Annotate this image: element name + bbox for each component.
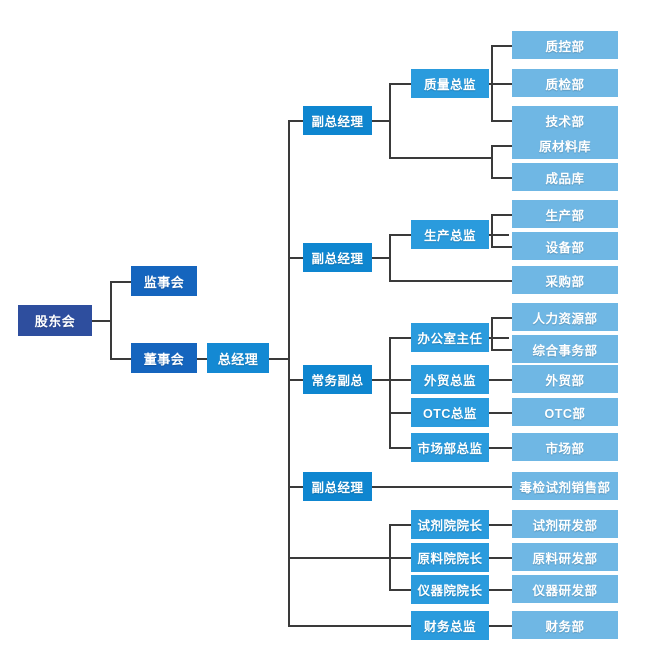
connector-production-dept-split [491, 214, 493, 247]
connector-vp-quality-stem [371, 120, 391, 122]
connector-trunk-to-vp-sales [288, 486, 304, 488]
connector-to-instrument-dean [389, 589, 411, 591]
node-supervisory-board[interactable]: 监事会 [131, 266, 197, 296]
connector-trunk-to-vp-quality [288, 120, 304, 122]
node-warehouse-raw-material[interactable]: 原材料库 [512, 131, 618, 159]
connector-finance-to-dept [489, 625, 512, 627]
connector-to-production-director [389, 234, 411, 236]
connector-office-dept-split [491, 317, 493, 350]
node-dept-quality-control[interactable]: 质控部 [512, 31, 618, 59]
node-dept-production[interactable]: 生产部 [512, 200, 618, 228]
connector-vp-quality-split [389, 83, 391, 158]
connector-warehouse-split [491, 145, 493, 178]
node-dept-quality-inspection[interactable]: 质检部 [512, 69, 618, 97]
connector-to-purchasing [389, 280, 512, 282]
connector-to-quality-director [389, 83, 411, 85]
node-warehouse-finished-goods[interactable]: 成品库 [512, 163, 618, 191]
connector-trunk-to-finance [288, 625, 412, 627]
connector-to-material-dean [389, 557, 411, 559]
node-dept-reagent-rd[interactable]: 试剂研发部 [512, 510, 618, 538]
node-otc-director[interactable]: OTC总监 [411, 398, 489, 427]
connector-shareholders-stem [92, 320, 112, 322]
connector-trunk-to-vp-production [288, 257, 304, 259]
connector-to-board [110, 358, 132, 360]
connector-executive-vp-split [389, 337, 391, 448]
connector-trunk-to-executive-vp [288, 379, 304, 381]
node-office-director[interactable]: 办公室主任 [411, 323, 489, 352]
connector-foreign-trade-to-dept [489, 379, 512, 381]
connector-to-market-director [389, 447, 411, 449]
connector-to-warehouse-group [389, 157, 491, 159]
connector-to-raw-material [491, 145, 512, 147]
node-dept-general-affairs[interactable]: 综合事务部 [512, 335, 618, 363]
node-finance-director[interactable]: 财务总监 [411, 611, 489, 640]
node-general-manager[interactable]: 总经理 [207, 343, 269, 373]
connector-reagent-dean-to-dept [489, 524, 512, 526]
connector-vp-production-split [389, 234, 391, 281]
node-dept-material-rd[interactable]: 原料研发部 [512, 543, 618, 571]
connector-trunk-to-institutes [288, 557, 390, 559]
node-vp-quality[interactable]: 副总经理 [303, 106, 372, 135]
connector-to-reagent-dean [389, 524, 411, 526]
node-dept-finance[interactable]: 财务部 [512, 611, 618, 639]
connector-to-hr-dept [491, 317, 512, 319]
node-market-director[interactable]: 市场部总监 [411, 433, 489, 462]
node-instrument-institute-dean[interactable]: 仪器院院长 [411, 575, 489, 604]
connector-vp-sales-to-dept [371, 486, 512, 488]
node-quality-director[interactable]: 质量总监 [411, 69, 489, 98]
connector-shareholders-split [110, 281, 112, 360]
node-dept-foreign-trade[interactable]: 外贸部 [512, 365, 618, 393]
connector-to-equipment-dept [491, 246, 512, 248]
node-vp-sales[interactable]: 副总经理 [303, 472, 372, 501]
node-shareholders[interactable]: 股东会 [18, 305, 92, 336]
node-foreign-trade-director[interactable]: 外贸总监 [411, 365, 489, 394]
connector-material-dean-to-dept [489, 557, 512, 559]
connector-gm-stem [268, 358, 290, 360]
connector-to-foreign-trade-director [389, 379, 411, 381]
node-material-institute-dean[interactable]: 原料院院长 [411, 543, 489, 572]
connector-market-to-dept [489, 447, 512, 449]
connector-to-production-dept [491, 214, 512, 216]
connector-to-quality-control [491, 45, 512, 47]
connector-to-office-director [389, 337, 411, 339]
node-reagent-institute-dean[interactable]: 试剂院院长 [411, 510, 489, 539]
connector-to-supervisory [110, 281, 132, 283]
connector-vp-production-stem [371, 257, 391, 259]
connector-otc-to-dept [489, 412, 512, 414]
node-dept-equipment[interactable]: 设备部 [512, 232, 618, 260]
node-board-of-directors[interactable]: 董事会 [131, 343, 197, 373]
node-dept-otc[interactable]: OTC部 [512, 398, 618, 426]
node-production-director[interactable]: 生产总监 [411, 220, 489, 249]
node-vp-production[interactable]: 副总经理 [303, 243, 372, 272]
node-executive-vp[interactable]: 常务副总 [303, 365, 372, 394]
node-dept-instrument-rd[interactable]: 仪器研发部 [512, 575, 618, 603]
connector-to-technology [491, 120, 512, 122]
connector-to-otc-director [389, 412, 411, 414]
node-dept-purchasing[interactable]: 采购部 [512, 266, 618, 294]
connector-to-finished-goods [491, 177, 512, 179]
connector-to-quality-inspection [491, 83, 512, 85]
connector-main-trunk [288, 120, 290, 625]
node-dept-human-resources[interactable]: 人力资源部 [512, 303, 618, 331]
connector-executive-vp-stem [371, 379, 391, 381]
node-dept-toxicology-reagent-sales[interactable]: 毒检试剂销售部 [512, 472, 618, 500]
connector-to-general-affairs-dept [491, 349, 512, 351]
connector-instrument-dean-to-dept [489, 589, 512, 591]
node-dept-technology[interactable]: 技术部 [512, 106, 618, 134]
node-dept-market[interactable]: 市场部 [512, 433, 618, 461]
